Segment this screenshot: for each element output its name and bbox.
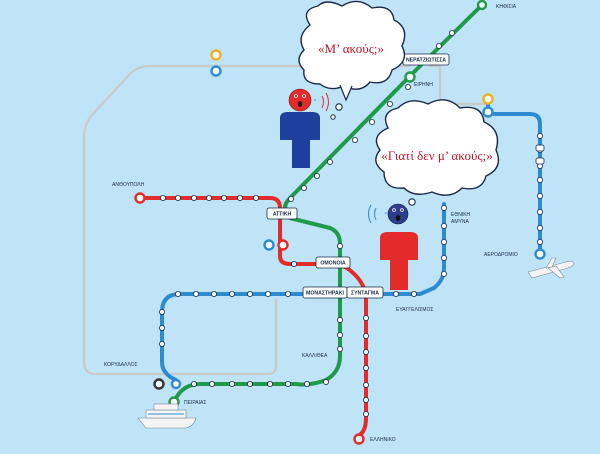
station-omonoia: ΟΜΟΝΟΙΑ — [320, 261, 346, 267]
station-korydallos: ΚΟΡΥΔΑΛΛΟΣ — [104, 362, 138, 368]
station-neratziotissa: ΝΕΡΑΤΖΙΩΤΙΣΣΑ — [406, 58, 446, 64]
airplane-icon — [527, 257, 575, 279]
station-peiraias: ΠΕΙΡΑΙΑΣ — [184, 400, 206, 406]
station-ethniki-amyna-line1: ΕΘΝΙΚΗ — [451, 212, 471, 218]
speech-text-top: «Μ’ ακούς;» — [318, 41, 384, 56]
station-eirini: ΕΙΡΗΝΗ — [414, 82, 433, 88]
station-syntagma: ΣΥΝΤΑΓΜΑ — [351, 291, 379, 297]
station-evangelismos: ΕΥΑΓΓΕΛΙΣΜΟΣ — [396, 307, 433, 313]
speech-text-middle: «Γιατί δεν μ’ ακούς;» — [381, 148, 492, 163]
speech-bubble-middle — [375, 99, 500, 215]
line-markers — [535, 144, 545, 165]
sound-waves-icon — [368, 204, 387, 224]
station-anthoupoli: ΑΝΘΟΥΠΟΛΗ — [112, 182, 145, 188]
sound-waves-icon — [314, 92, 329, 112]
station-ethniki-amyna-line2: ΑΜΥΝΑ — [451, 219, 469, 225]
station-attiki: ΑΤΤΙΚΗ — [273, 212, 292, 218]
station-aerodromio: ΑΕΡΟΔΡΟΜΙΟ — [484, 252, 518, 258]
speech-bubble-top — [298, 0, 406, 120]
station-dots — [158, 29, 544, 417]
ship-icon — [137, 403, 197, 429]
station-kifisia: ΚΗΦΙΣΙΑ — [496, 4, 517, 10]
speaker-person-blue-icon — [280, 88, 320, 168]
speaker-person-red-icon — [380, 203, 418, 290]
station-monastiraki: ΜΟΝΑΣΤΗΡΑΚΙ — [306, 291, 344, 297]
station-boxes — [266, 53, 450, 299]
station-elliniko: ΕΛΛΗΝΙΚΟ — [370, 437, 396, 443]
station-kallithea: ΚΑΛΛΙΘΕΑ — [302, 353, 328, 359]
terminal-rings — [134, 0, 546, 445]
